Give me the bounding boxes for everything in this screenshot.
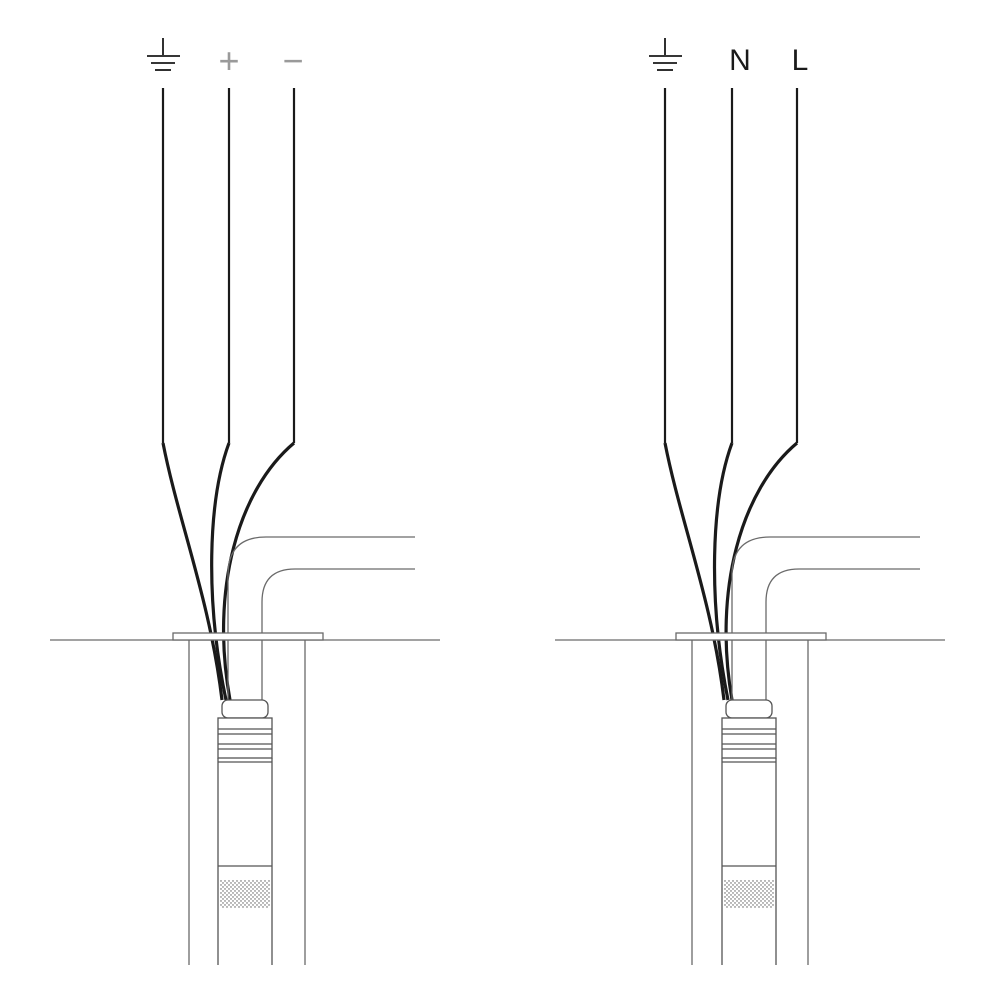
well-cover-plate bbox=[675, 632, 827, 641]
well-cover-plate bbox=[172, 632, 324, 641]
terminal-label-neutral: N bbox=[729, 44, 751, 77]
pump-body bbox=[721, 758, 777, 965]
terminal-label-negative: − bbox=[282, 40, 303, 81]
pump-intake-screen bbox=[724, 880, 774, 908]
wire-set bbox=[663, 88, 799, 443]
discharge-pipe bbox=[227, 536, 415, 700]
pump-head bbox=[221, 699, 269, 719]
ground-surface bbox=[555, 632, 945, 641]
pump-body bbox=[217, 758, 273, 965]
well-casing bbox=[188, 640, 306, 965]
cable-bundle bbox=[663, 441, 799, 701]
ground-icon bbox=[147, 38, 180, 71]
pump-ribs bbox=[217, 717, 273, 759]
pump-head bbox=[725, 699, 773, 719]
cable-bundle bbox=[161, 441, 296, 701]
terminal-label-positive: + bbox=[218, 40, 239, 81]
pump-intake-screen bbox=[220, 880, 270, 908]
diagram-ac: N L bbox=[555, 38, 945, 965]
wire-set bbox=[161, 88, 296, 443]
submersible-pump bbox=[217, 699, 273, 965]
terminal-label-live: L bbox=[792, 44, 809, 77]
submersible-pump bbox=[721, 699, 777, 965]
ground-surface bbox=[50, 632, 440, 641]
pump-ribs bbox=[721, 717, 777, 759]
well-casing bbox=[691, 640, 809, 965]
ground-icon bbox=[649, 38, 682, 71]
discharge-pipe bbox=[731, 536, 920, 700]
diagram-dc: + − bbox=[50, 38, 440, 965]
